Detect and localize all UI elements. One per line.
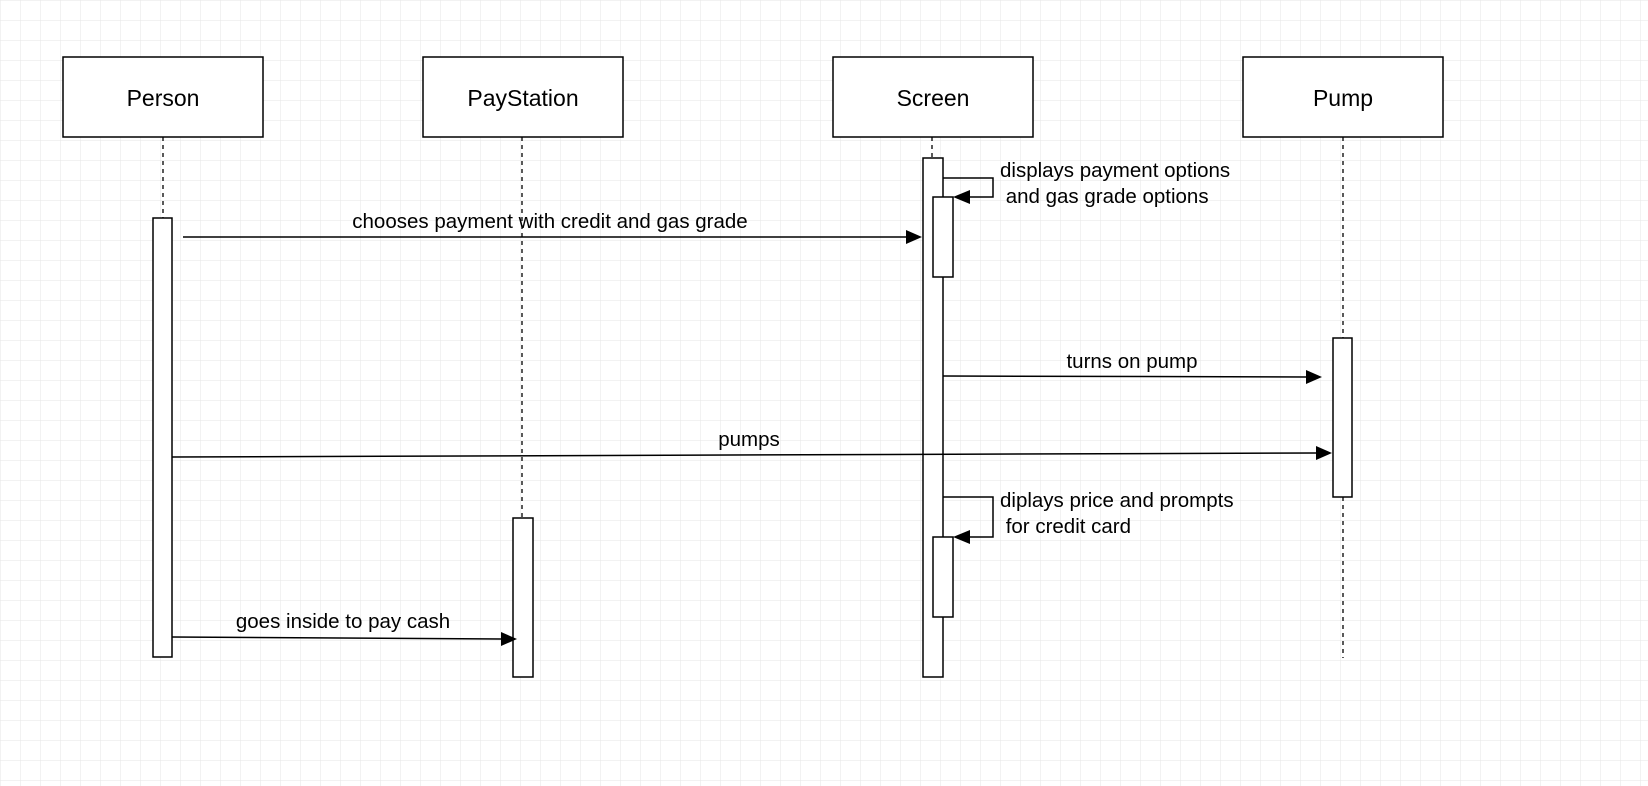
activation-screen-nested-2[interactable] bbox=[932, 536, 954, 618]
participant-box bbox=[422, 56, 624, 138]
participant-label: Pump bbox=[1313, 85, 1373, 111]
participant-box bbox=[62, 56, 264, 138]
message-label-line1: displays payment options bbox=[1000, 159, 1230, 182]
arrowhead bbox=[953, 190, 970, 204]
self-call-line bbox=[943, 177, 994, 198]
participant-label: Screen bbox=[897, 85, 970, 111]
arrowhead bbox=[501, 632, 517, 646]
participant-label: PayStation bbox=[467, 85, 578, 111]
participant-box bbox=[1242, 56, 1444, 138]
message-label: turns on pump bbox=[1066, 350, 1197, 373]
message-label: goes inside to pay cash bbox=[236, 610, 450, 633]
message-label-line2: for credit card bbox=[1000, 515, 1131, 538]
message-line bbox=[171, 636, 502, 640]
participant-screen[interactable]: Screen bbox=[832, 56, 1034, 138]
message-displays-price[interactable]: diplays price and prompts for credit car… bbox=[943, 489, 1234, 544]
arrowhead bbox=[1306, 370, 1322, 384]
arrowhead bbox=[1316, 446, 1332, 460]
participant-paystation[interactable]: PayStation bbox=[422, 56, 624, 138]
message-line bbox=[171, 452, 1317, 458]
self-call-line bbox=[943, 496, 994, 538]
message-label: chooses payment with credit and gas grad… bbox=[352, 210, 747, 233]
message-turns-on-pump[interactable]: turns on pump bbox=[942, 350, 1322, 384]
participant-pump[interactable]: Pump bbox=[1242, 56, 1444, 138]
arrowhead bbox=[906, 230, 922, 244]
message-pumps[interactable]: pumps bbox=[171, 428, 1332, 460]
participant-label: Person bbox=[127, 85, 200, 111]
participant-box bbox=[832, 56, 1034, 138]
message-label-line2: and gas grade options bbox=[1000, 185, 1209, 208]
message-pay-cash[interactable]: goes inside to pay cash bbox=[171, 610, 517, 646]
message-label: pumps bbox=[718, 428, 780, 451]
message-label-line1: diplays price and prompts bbox=[1000, 489, 1234, 512]
activation-paystation[interactable] bbox=[512, 517, 534, 678]
activation-screen-nested-1[interactable] bbox=[932, 196, 954, 278]
message-line bbox=[942, 375, 1307, 378]
activation-person[interactable] bbox=[152, 217, 173, 658]
participant-person[interactable]: Person bbox=[62, 56, 264, 138]
message-displays-options[interactable]: displays payment options and gas grade o… bbox=[943, 159, 1230, 208]
activation-pump[interactable] bbox=[1332, 337, 1353, 498]
message-choose-payment[interactable]: chooses payment with credit and gas grad… bbox=[183, 210, 922, 244]
arrowhead bbox=[953, 530, 970, 544]
